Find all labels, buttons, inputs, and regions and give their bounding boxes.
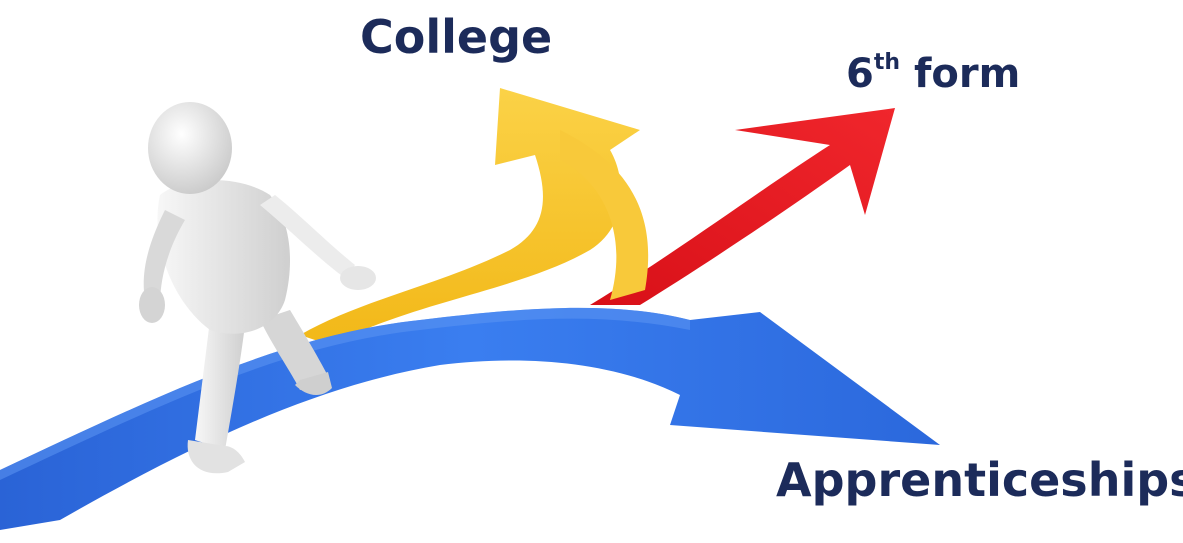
walking-person-figure [139,102,376,474]
sixth-form-suffix: th [873,50,901,75]
apprenticeships-label: Apprenticeships [776,453,1183,507]
sixth-form-arrow [590,108,895,305]
sixth-form-label: 6th form [846,51,1021,97]
college-label: College [360,10,553,64]
apprenticeships-arrow [0,307,940,530]
sixth-form-word: form [900,51,1021,97]
sixth-form-number: 6 [846,51,874,97]
college-arrow [300,88,649,345]
